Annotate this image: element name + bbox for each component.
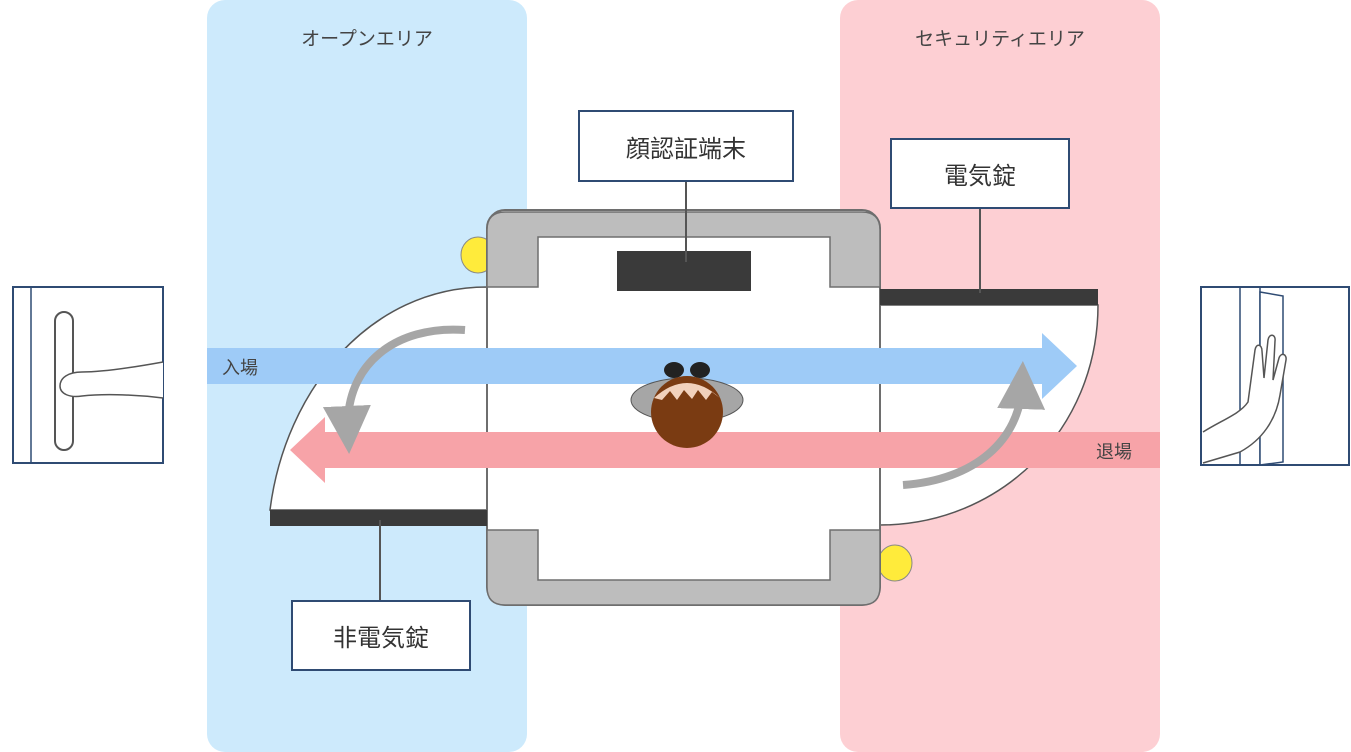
electric-lock-bar [880, 289, 1098, 305]
exit-arrow [290, 417, 1160, 483]
face-terminal-label: 顔認証端末 [578, 110, 794, 182]
entry-arrow [207, 333, 1077, 399]
gate-lower-wall [486, 529, 881, 606]
door-pull-handle-icon [12, 286, 164, 464]
person-top-view-icon [630, 362, 744, 448]
exit-label: 退場 [1096, 442, 1132, 463]
entry-label: 入場 [222, 358, 258, 379]
right-door-swing [879, 304, 1099, 526]
non-electric-lock-label: 非電気錠 [291, 600, 471, 671]
lamp-bottom-right [877, 544, 913, 582]
left-swing-arrow [322, 325, 466, 454]
open-area-title: オープンエリア [301, 28, 433, 50]
gate-upper-wall [486, 211, 881, 288]
door-push-hand-icon [1200, 286, 1350, 466]
non-electric-lock-bar [270, 510, 487, 526]
face-terminal-device [617, 251, 751, 291]
electric-lock-label: 電気錠 [890, 138, 1070, 209]
security-area-title: セキュリティエリア [915, 28, 1085, 50]
left-door-swing [269, 286, 488, 511]
right-swing-arrow [902, 361, 1046, 489]
